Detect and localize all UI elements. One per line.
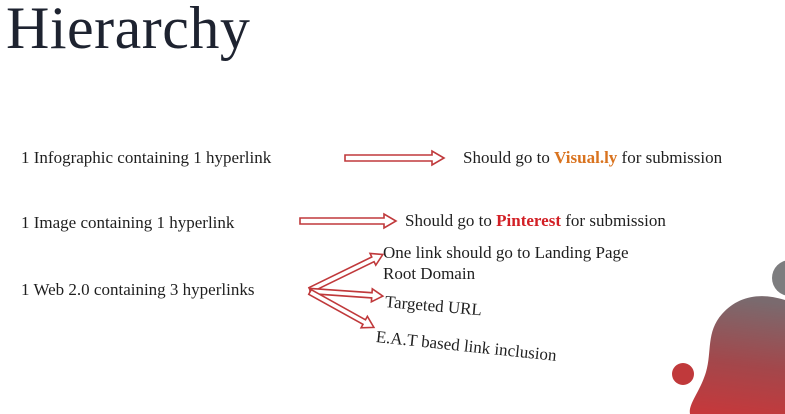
target-visually: Should go to Visual.ly for submission [463,148,722,168]
target-pinterest: Should go to Pinterest for submission [405,211,666,231]
arrow-image [299,212,398,230]
source-infographic: 1 Infographic containing 1 hyperlink [21,148,272,167]
target-landing-page-line2: Root Domain [383,264,476,283]
target-prefix: Should go to [405,211,497,230]
small-red-circle [672,363,694,385]
highlight-visually: Visual.ly [554,148,618,167]
target-suffix: for submission [561,211,666,230]
large-blob-shape [689,296,785,414]
arrow-infographic [344,149,446,167]
target-suffix: for submission [617,148,723,167]
target-prefix: Should go to [463,148,555,167]
source-image: 1 Image containing 1 hyperlink [21,213,235,232]
target-landing-page-line1: One link should go to Landing Page [383,243,629,262]
source-web20: 1 Web 2.0 containing 3 hyperlinks [21,280,255,299]
page-title: Hierarchy [6,0,251,61]
arrow-eat-link [307,288,376,329]
small-grey-circle [772,260,785,296]
highlight-pinterest: Pinterest [496,211,561,230]
arrow-landing-page [307,252,385,294]
